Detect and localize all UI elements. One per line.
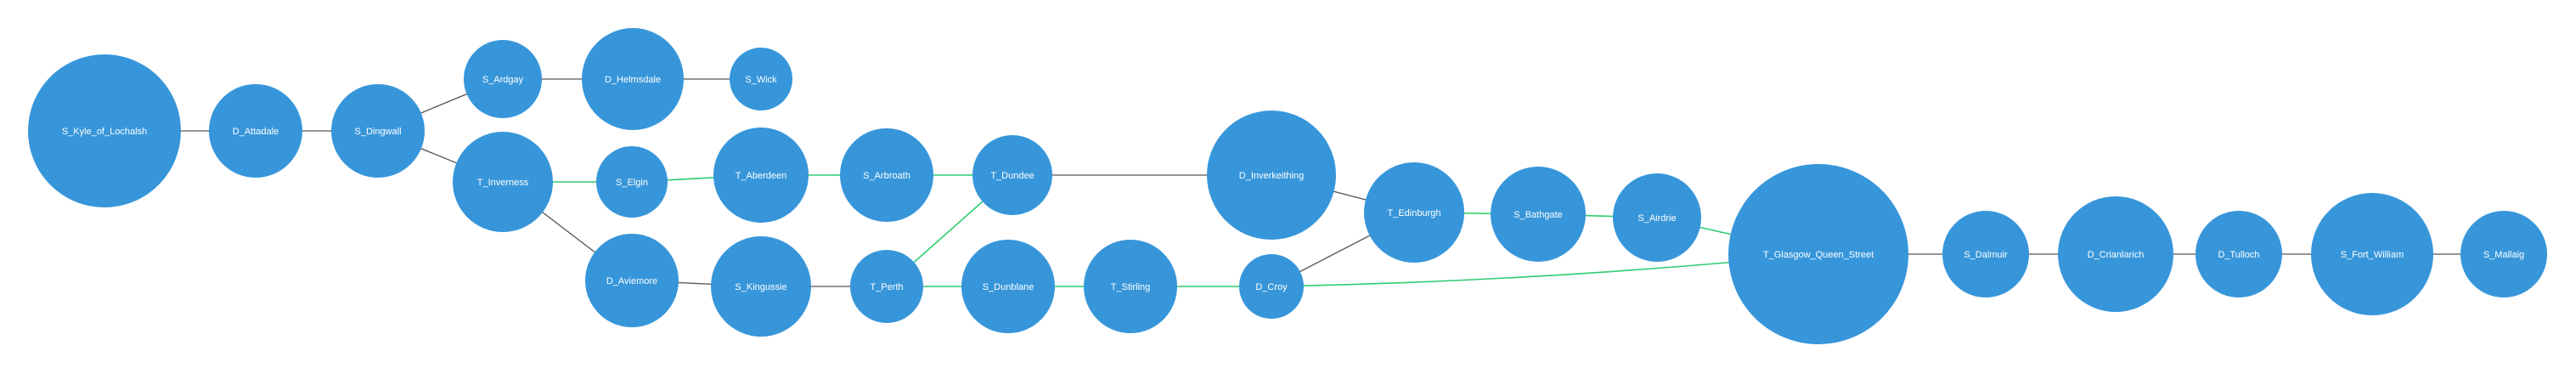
node-circle[interactable] bbox=[711, 236, 811, 337]
node-d-aviemore[interactable]: D_Aviemore bbox=[585, 234, 679, 327]
node-circle[interactable] bbox=[1207, 110, 1336, 240]
node-t-edinburgh[interactable]: T_Edinburgh bbox=[1364, 162, 1464, 263]
node-t-stirling[interactable]: T_Stirling bbox=[1084, 240, 1177, 333]
node-circle[interactable] bbox=[2196, 211, 2282, 298]
node-circle[interactable] bbox=[1491, 167, 1586, 262]
node-circle[interactable] bbox=[840, 128, 933, 222]
node-label: D_Attadale bbox=[233, 127, 279, 137]
node-circle[interactable] bbox=[582, 28, 684, 130]
node-circle[interactable] bbox=[2058, 196, 2173, 312]
node-s-mallaig[interactable]: S_Mallaig bbox=[2460, 211, 2547, 298]
node-circle[interactable] bbox=[2460, 211, 2547, 298]
node-circle[interactable] bbox=[464, 40, 542, 118]
node-s-arbroath[interactable]: S_Arbroath bbox=[840, 128, 933, 222]
node-s-dingwall[interactable]: S_Dingwall bbox=[331, 84, 425, 178]
node-circle[interactable] bbox=[28, 54, 181, 207]
node-circle[interactable] bbox=[1084, 240, 1177, 333]
node-circle[interactable] bbox=[850, 250, 923, 323]
node-label: T_Edinburgh bbox=[1388, 208, 1441, 218]
node-label: S_Mallaig bbox=[2483, 250, 2524, 260]
node-circle[interactable] bbox=[596, 146, 668, 218]
node-label: S_Elgin bbox=[616, 178, 648, 188]
node-label: D_Inverkeithing bbox=[1239, 171, 1304, 181]
node-label: T_Aberdeen bbox=[736, 171, 787, 181]
node-label: S_Airdrie bbox=[1637, 213, 1676, 224]
node-label: T_Stirling bbox=[1111, 282, 1150, 292]
node-d-croy[interactable]: D_Croy bbox=[1239, 254, 1304, 319]
node-circle[interactable] bbox=[961, 240, 1055, 333]
node-label: S_Bathgate bbox=[1513, 210, 1563, 220]
node-t-glasgow-queen-street[interactable]: T_Glasgow_Queen_Street bbox=[1728, 164, 1908, 344]
node-d-crianlarich[interactable]: D_Crianlarich bbox=[2058, 196, 2173, 312]
node-s-dalmuir[interactable]: S_Dalmuir bbox=[1942, 211, 2029, 298]
node-t-aberdeen[interactable]: T_Aberdeen bbox=[713, 128, 809, 223]
node-s-fort-william[interactable]: S_Fort_William bbox=[2311, 193, 2433, 315]
node-circle[interactable] bbox=[1239, 254, 1304, 319]
node-circle[interactable] bbox=[453, 132, 553, 232]
node-label: S_Ardgay bbox=[482, 75, 524, 85]
node-circle[interactable] bbox=[209, 84, 302, 178]
node-label: D_Aviemore bbox=[606, 276, 657, 286]
node-d-inverkeithing[interactable]: D_Inverkeithing bbox=[1207, 110, 1336, 240]
node-label: T_Inverness bbox=[477, 178, 529, 188]
node-s-airdrie[interactable]: S_Airdrie bbox=[1613, 173, 1701, 262]
node-t-dundee[interactable]: T_Dundee bbox=[972, 135, 1052, 215]
node-circle[interactable] bbox=[1364, 162, 1464, 263]
node-s-kyle-of-lochalsh[interactable]: S_Kyle_of_Lochalsh bbox=[28, 54, 181, 207]
node-label: T_Glasgow_Queen_Street bbox=[1763, 250, 1874, 260]
node-circle[interactable] bbox=[972, 135, 1052, 215]
node-circle[interactable] bbox=[585, 234, 679, 327]
node-s-elgin[interactable]: S_Elgin bbox=[596, 146, 668, 218]
node-t-inverness[interactable]: T_Inverness bbox=[453, 132, 553, 232]
node-s-wick[interactable]: S_Wick bbox=[730, 48, 792, 110]
node-circle[interactable] bbox=[730, 48, 792, 110]
node-label: D_Tulloch bbox=[2218, 250, 2259, 260]
node-s-kingussie[interactable]: S_Kingussie bbox=[711, 236, 811, 337]
node-circle[interactable] bbox=[713, 128, 809, 223]
node-label: S_Kyle_of_Lochalsh bbox=[62, 127, 147, 137]
node-label: S_Fort_William bbox=[2341, 250, 2404, 260]
node-circle[interactable] bbox=[331, 84, 425, 178]
node-label: S_Dingwall bbox=[354, 127, 401, 137]
node-circle[interactable] bbox=[1728, 164, 1908, 344]
node-label: D_Helmsdale bbox=[605, 75, 661, 85]
node-s-ardgay[interactable]: S_Ardgay bbox=[464, 40, 542, 118]
node-circle[interactable] bbox=[1942, 211, 2029, 298]
node-label: S_Dalmuir bbox=[1964, 250, 2008, 260]
node-d-attadale[interactable]: D_Attadale bbox=[209, 84, 302, 178]
node-s-bathgate[interactable]: S_Bathgate bbox=[1491, 167, 1586, 262]
node-label: S_Dunblane bbox=[983, 282, 1034, 292]
node-circle[interactable] bbox=[1613, 173, 1701, 262]
node-d-helmsdale[interactable]: D_Helmsdale bbox=[582, 28, 684, 130]
node-s-dunblane[interactable]: S_Dunblane bbox=[961, 240, 1055, 333]
node-d-tulloch[interactable]: D_Tulloch bbox=[2196, 211, 2282, 298]
node-label: T_Perth bbox=[870, 282, 903, 292]
node-label: D_Crianlarich bbox=[2088, 250, 2145, 260]
node-label: S_Wick bbox=[745, 75, 777, 85]
node-label: S_Kingussie bbox=[735, 282, 786, 292]
node-label: D_Croy bbox=[1255, 282, 1288, 292]
node-label: S_Arbroath bbox=[863, 171, 910, 181]
node-t-perth[interactable]: T_Perth bbox=[850, 250, 923, 323]
node-circle[interactable] bbox=[2311, 193, 2433, 315]
node-label: T_Dundee bbox=[990, 171, 1034, 181]
